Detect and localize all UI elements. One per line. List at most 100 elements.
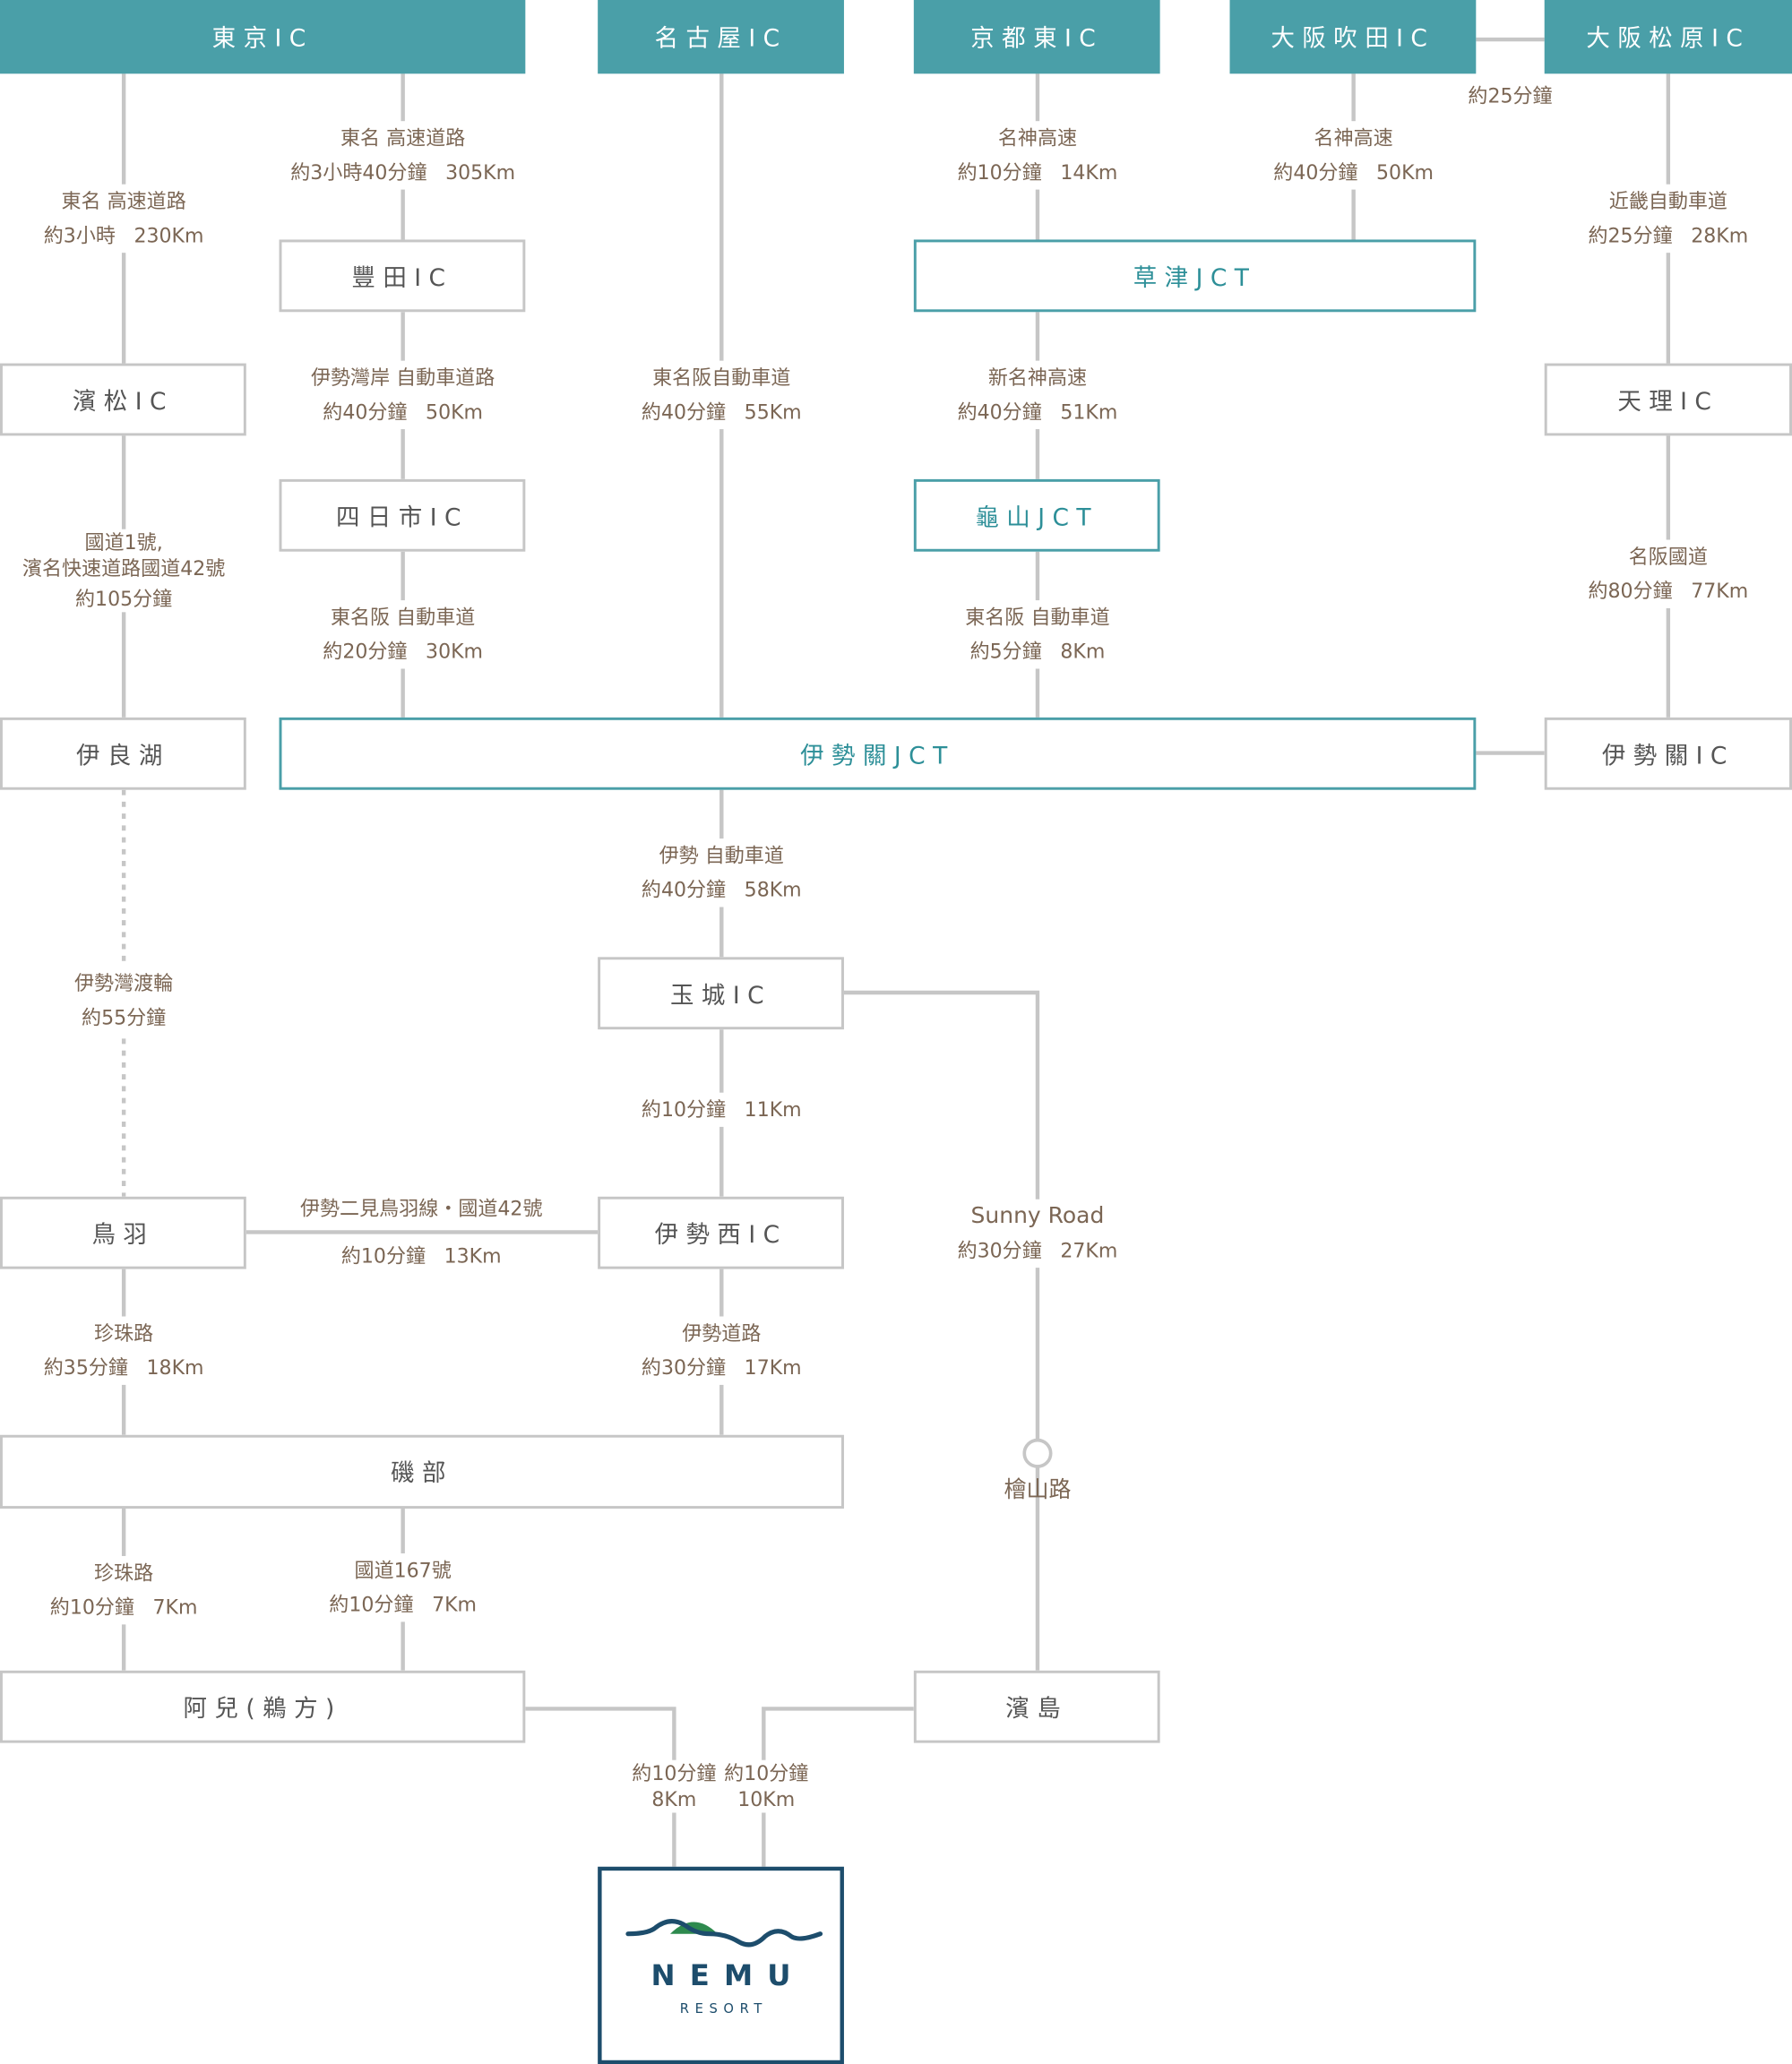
node-hinokiyama-road: 檜山路 [1004,1476,1072,1504]
node-hamajima: 濱島 [913,1670,1160,1743]
route-time: 約10分鐘 [957,160,1042,185]
node-irago: 伊良湖 [0,717,246,790]
route-time: 約3小時 [43,223,116,248]
route-label-kusatsu-kameyama: 新名神高速 約40分鐘 51Km [954,360,1121,430]
route-distance: 7Km [152,1595,198,1620]
route-time: 約10分鐘 [641,1097,727,1122]
node-osaka-matsubara-ic: 大阪松原IC [1544,0,1792,74]
logo-name: NEMU [650,1960,806,1993]
route-distance: 27Km [1060,1238,1118,1263]
route-distance: 14Km [1060,160,1118,185]
route-label-toba-isenishi: 伊勢二見鳥羽線・國道42號 約10分鐘 13Km [297,1191,545,1274]
logo-sub: RESORT [679,2002,768,2017]
route-time: 約40分鐘 [641,400,727,425]
route-label-irago-toba: 伊勢灣渡輪 約55分鐘 [72,966,177,1036]
route-road: Sunny Road [970,1203,1105,1230]
route-distance: 13Km [444,1243,502,1268]
node-tenri-ic: 天理IC [1544,363,1792,436]
route-road: 東名 高速道路 [61,189,186,214]
route-time: 約30分鐘 [641,1355,727,1380]
route-road: 伊勢灣岸 自動車道路 [310,366,495,390]
route-time: 約40分鐘 [957,400,1042,425]
route-road: 名神高速 [1314,126,1393,150]
route-distance: 11Km [744,1097,802,1122]
route-time: 約3小時40分鐘 [290,160,427,185]
route-distance: 50Km [1376,160,1434,185]
route-road: 名神高速 [997,126,1078,150]
route-road: 國道167號 [354,1558,452,1583]
node-isobe: 磯部 [0,1434,844,1509]
route-distance: 10Km [737,1787,796,1812]
node-tokyo-ic: 東京IC [0,0,526,74]
route-time: 約20分鐘 [323,640,408,664]
node-osaka-suita-ic: 大阪吹田IC [1229,0,1477,74]
route-road: 東名 高速道路 [340,126,466,150]
route-label-kameyama-iseseki: 東名阪 自動車道 約5分鐘 8Km [962,600,1113,669]
node-nagoya-ic: 名古屋IC [598,0,844,74]
node-kusatsu-jct: 草津JCT [913,239,1477,313]
route-label-nagoya-iseseki: 東名阪自動車道 約40分鐘 55Km [638,360,805,430]
route-label-tenri-iseseki: 名阪國道 約80分鐘 77Km [1585,539,1752,608]
waypoint-circle [1022,1438,1053,1468]
route-label-matsubara-tenri: 近畿自動車道 約25分鐘 28Km [1585,184,1752,254]
node-ise-nishi-ic: 伊勢西IC [598,1196,844,1269]
route-distance: 50Km [426,400,484,425]
route-road: 伊勢道路 [682,1321,762,1346]
route-label-isobe-ago-pearl: 珍珠路 約10分鐘 7Km [47,1555,201,1625]
route-distance: 28Km [1691,223,1749,248]
route-time: 約40分鐘 [641,878,727,902]
node-yokkaichi-ic: 四日市IC [279,478,526,552]
route-time: 約25分鐘 [1468,84,1553,108]
route-time: 約25分鐘 [1588,223,1673,248]
route-road: 伊勢灣渡輪 [74,971,174,995]
node-ise-seki-ic: 伊勢關IC [1544,717,1792,790]
node-tamaki-ic: 玉城IC [598,957,844,1030]
route-road: 近畿自動車道 [1608,189,1727,214]
route-time: 約10分鐘 [49,1595,134,1620]
node-kameyama-jct: 龜山JCT [913,478,1160,552]
route-label-kyoto-kusatsu: 名神高速 約10分鐘 14Km [954,121,1121,190]
route-distance: 8Km [651,1787,697,1812]
node-toyota-ic: 豐田IC [279,239,526,313]
route-time: 約5分鐘 [969,640,1042,664]
route-distance: 77Km [1691,579,1749,604]
route-time: 約40分鐘 [323,400,408,425]
route-label-toba-isobe: 珍珠路 約35分鐘 18Km [40,1316,207,1385]
route-label-tokyo-toyota: 東名 高速道路 約3小時40分鐘 305Km [288,121,519,190]
route-distance: 55Km [744,400,802,425]
route-time: 約10分鐘 [632,1761,717,1785]
node-kyoto-higashi-ic: 京都東IC [913,0,1160,74]
route-distance: 305Km [445,160,516,185]
route-road: 國道1號, [84,530,163,555]
route-time: 約40分鐘 [1273,160,1358,185]
route-time: 約80分鐘 [1588,579,1673,604]
route-distance: 18Km [146,1355,204,1380]
route-road: 珍珠路 [94,1561,154,1586]
node-hamamatsu-ic: 濱松IC [0,363,246,436]
route-road: 珍珠路 [94,1321,154,1346]
route-label-tokyo-hamamatsu: 東名 高速道路 約3小時 230Km [40,184,207,254]
destination-nemu-resort: NEMU RESORT [598,1866,844,2064]
route-label-yokkaichi-iseseki: 東名阪 自動車道 約20分鐘 30Km [320,600,486,669]
node-ago: 阿兒(鵜方) [0,1670,526,1743]
route-road: 東名阪 自動車道 [965,605,1110,630]
route-road: 伊勢二見鳥羽線・國道42號 [299,1191,543,1226]
route-distance: 8Km [1060,640,1106,664]
route-road: 名阪國道 [1628,545,1708,569]
route-road: 東名阪 自動車道 [330,605,476,630]
route-road: 東名阪自動車道 [652,366,791,390]
route-distance: 17Km [744,1355,802,1380]
node-ise-seki-jct: 伊勢關JCT [279,717,1477,790]
route-distance: 30Km [426,640,484,664]
route-time: 約105分鐘 [75,587,173,611]
route-time: 約35分鐘 [43,1355,128,1380]
route-distance: 230Km [134,223,204,248]
route-road: 濱名快速道路國道42號 [22,556,226,581]
route-road: 新名神高速 [987,366,1088,390]
route-time: 約10分鐘 [340,1243,426,1268]
route-distance: 51Km [1060,400,1118,425]
